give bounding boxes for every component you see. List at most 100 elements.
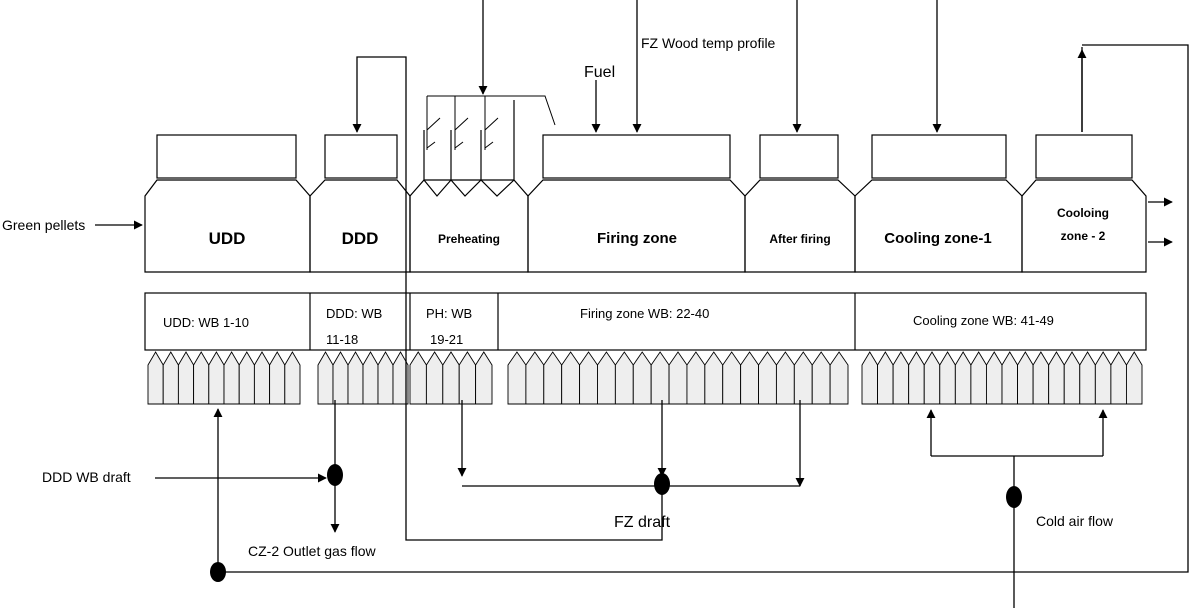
windbox: [409, 351, 427, 405]
ddd-wb-draft-label: DDD WB draft: [42, 469, 131, 485]
fz-draft-meter: [654, 473, 670, 495]
windbox-label-udd: UDD: WB 1-10: [163, 315, 249, 330]
windbox: [892, 351, 910, 405]
windbox: [238, 351, 255, 405]
flow-lines: [95, 0, 1189, 608]
windbox: [284, 351, 301, 405]
windbox: [193, 351, 210, 405]
windbox: [332, 351, 349, 405]
fz-wood-temp-profile-label: FZ Wood temp profile: [641, 35, 776, 51]
zone-label-after-firing: After firing: [769, 232, 830, 246]
windbox: [208, 351, 225, 405]
windbox: [722, 351, 742, 405]
zone-label-cooling-2-line1: Cooloing: [1057, 206, 1109, 220]
zone-body-ddd: [309, 179, 411, 273]
windbox-label-ph-line1: PH: WB: [426, 306, 472, 321]
windbox: [525, 351, 545, 405]
windbox-row: [147, 351, 1143, 405]
ddd-recirculation-duct: [352, 56, 407, 500]
windbox: [458, 351, 477, 405]
windbox: [668, 351, 688, 405]
windbox: [740, 351, 759, 405]
windbox: [908, 351, 925, 405]
hood-udd: [156, 134, 297, 179]
zone-bodies: [144, 100, 1147, 273]
windbox: [1125, 351, 1143, 405]
hood-after-firing: [759, 134, 839, 179]
zone-body-cooling-1: [854, 179, 1023, 273]
windbox: [775, 351, 795, 405]
hoods: [156, 134, 1133, 179]
windbox: [147, 351, 164, 405]
windbox: [597, 351, 616, 405]
windbox: [614, 351, 634, 405]
windbox: [650, 351, 670, 405]
windbox-label-ph-line2: 19-21: [430, 332, 463, 347]
windbox: [317, 351, 334, 405]
zone-label-cooling-2-line2: zone - 2: [1061, 229, 1106, 243]
windbox: [442, 351, 460, 405]
ddd-wb-draft-meter: [327, 464, 343, 486]
windbox-label-ddd-line1: DDD: WB: [326, 306, 382, 321]
windbox: [543, 351, 563, 405]
hood-cooling-1: [871, 134, 1007, 179]
windbox: [1079, 351, 1096, 405]
preheating-ducts: [423, 100, 515, 197]
windbox: [475, 351, 493, 405]
cz2-outlet-gas-flow-label: CZ-2 Outlet gas flow: [248, 543, 376, 559]
windbox: [1017, 351, 1034, 405]
windbox: [970, 351, 987, 405]
windbox: [954, 351, 972, 405]
zone-body-preheating: [409, 179, 529, 273]
preheating-manifold: [426, 95, 556, 150]
windbox: [1032, 351, 1050, 405]
windbox: [223, 351, 240, 405]
windbox: [829, 351, 849, 405]
cz2-outlet-duct: [218, 44, 1189, 573]
windbox: [1063, 351, 1081, 405]
windbox: [1110, 351, 1127, 405]
windbox: [253, 351, 271, 405]
windbox-band: [144, 292, 1147, 351]
windbox: [923, 351, 941, 405]
flow-meters: [210, 464, 1022, 582]
windbox: [877, 351, 894, 405]
windbox: [758, 351, 777, 405]
windbox: [579, 351, 598, 405]
windbox: [811, 351, 831, 405]
windbox-label-firing: Firing zone WB: 22-40: [580, 306, 709, 321]
cold-air-meter: [1006, 486, 1022, 508]
fz-draft-to-ddd-duct: [405, 486, 663, 541]
windbox: [1048, 351, 1065, 405]
cold-air-flow-label: Cold air flow: [1036, 513, 1114, 529]
windbox: [507, 351, 527, 405]
windbox-label-ddd-line2: 11-18: [326, 332, 358, 347]
zone-body-after-firing: [744, 179, 856, 273]
hood-cooling-2: [1035, 134, 1133, 179]
zone-body-udd: [144, 179, 311, 273]
windbox: [561, 351, 581, 405]
windbox: [1094, 351, 1112, 405]
windbox: [377, 351, 394, 405]
zone-body-cooling-2: [1021, 179, 1147, 273]
windbox: [425, 351, 444, 405]
hood-ddd: [324, 134, 398, 179]
windbox-label-cooling: Cooling zone WB: 41-49: [913, 313, 1054, 328]
windbox: [861, 351, 879, 405]
zone-body-firing: [527, 179, 746, 273]
green-pellets-label: Green pellets: [2, 217, 85, 233]
windbox: [362, 351, 379, 405]
windbox: [162, 351, 179, 405]
windbox: [704, 351, 724, 405]
windbox: [793, 351, 813, 405]
zone-label-preheating: Preheating: [438, 232, 500, 246]
windbox: [347, 351, 364, 405]
fuel-label: Fuel: [584, 64, 615, 81]
zone-label-cooling-1: Cooling zone-1: [884, 230, 992, 247]
zone-label-ddd: DDD: [342, 229, 379, 248]
windbox: [985, 351, 1003, 405]
zone-label-udd: UDD: [209, 229, 246, 248]
zone-label-firing: Firing zone: [597, 230, 677, 247]
windbox: [1001, 351, 1019, 405]
